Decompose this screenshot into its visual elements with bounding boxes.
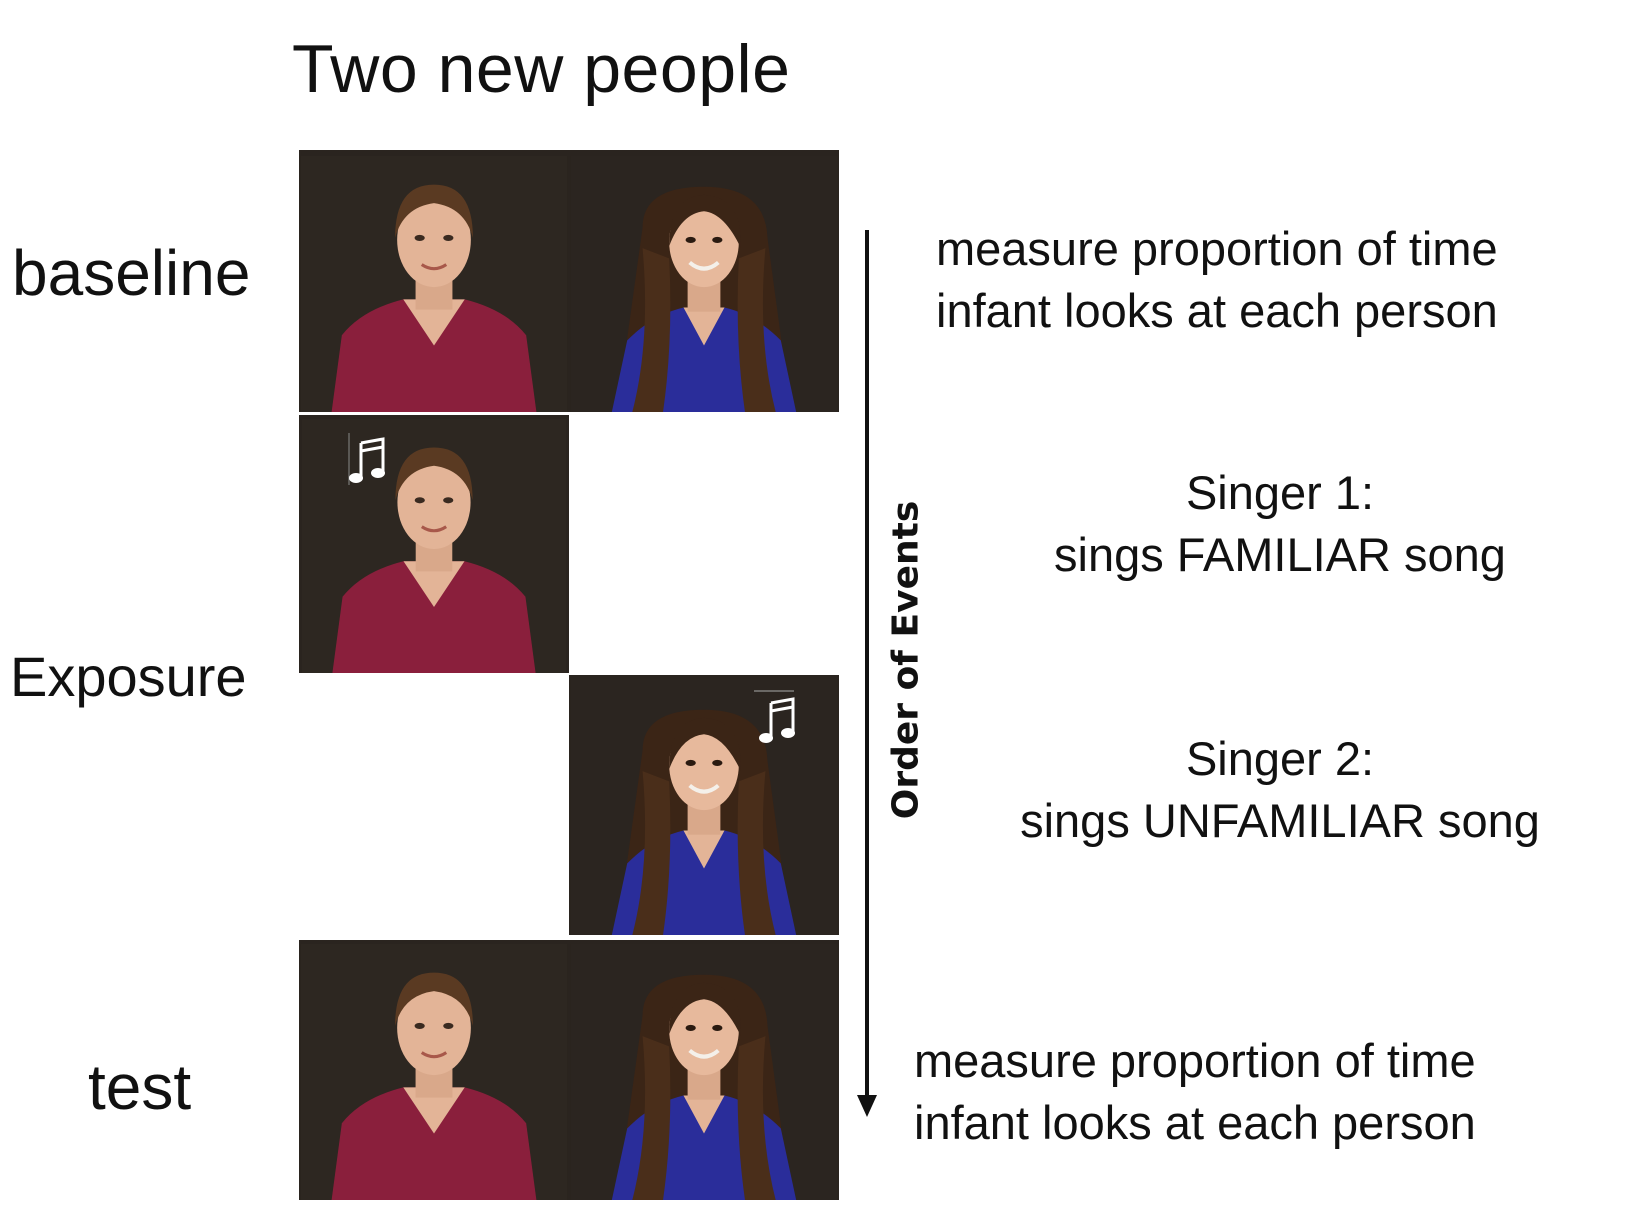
phase-label-baseline: baseline (12, 237, 251, 309)
test-photo (299, 940, 839, 1200)
order-of-events-label: Order of Events (885, 500, 927, 820)
diagram-title: Two new people (292, 31, 791, 107)
singer2-description: Singer 2: sings UNFAMILIAR song (980, 728, 1580, 852)
singer2-desc-line1: Singer 2: (1185, 732, 1375, 785)
baseline-photo (299, 150, 839, 412)
baseline-desc-line2: infant looks at each person (936, 284, 1498, 337)
singer2-desc-line2: sings UNFAMILIAR song (1020, 794, 1540, 847)
order-arrow-head (857, 1095, 877, 1117)
test-desc-line1: measure proportion of time (914, 1034, 1476, 1087)
phase-label-exposure: Exposure (10, 645, 247, 708)
phase-label-test: test (88, 1051, 192, 1123)
test-desc-line2: infant looks at each person (914, 1096, 1476, 1149)
singer1-desc-line1: Singer 1: (1185, 466, 1375, 519)
order-arrow-line (865, 230, 869, 1100)
baseline-description: measure proportion of time infant looks … (936, 218, 1498, 342)
music-note-icon (347, 437, 387, 487)
singer1-description: Singer 1: sings FAMILIAR song (980, 462, 1580, 586)
singer2-photo (569, 675, 839, 935)
test-description: measure proportion of time infant looks … (914, 1030, 1476, 1154)
music-note-icon (757, 697, 797, 747)
singer1-desc-line2: sings FAMILIAR song (1054, 528, 1506, 581)
singer1-photo (299, 415, 569, 673)
baseline-desc-line1: measure proportion of time (936, 222, 1498, 275)
